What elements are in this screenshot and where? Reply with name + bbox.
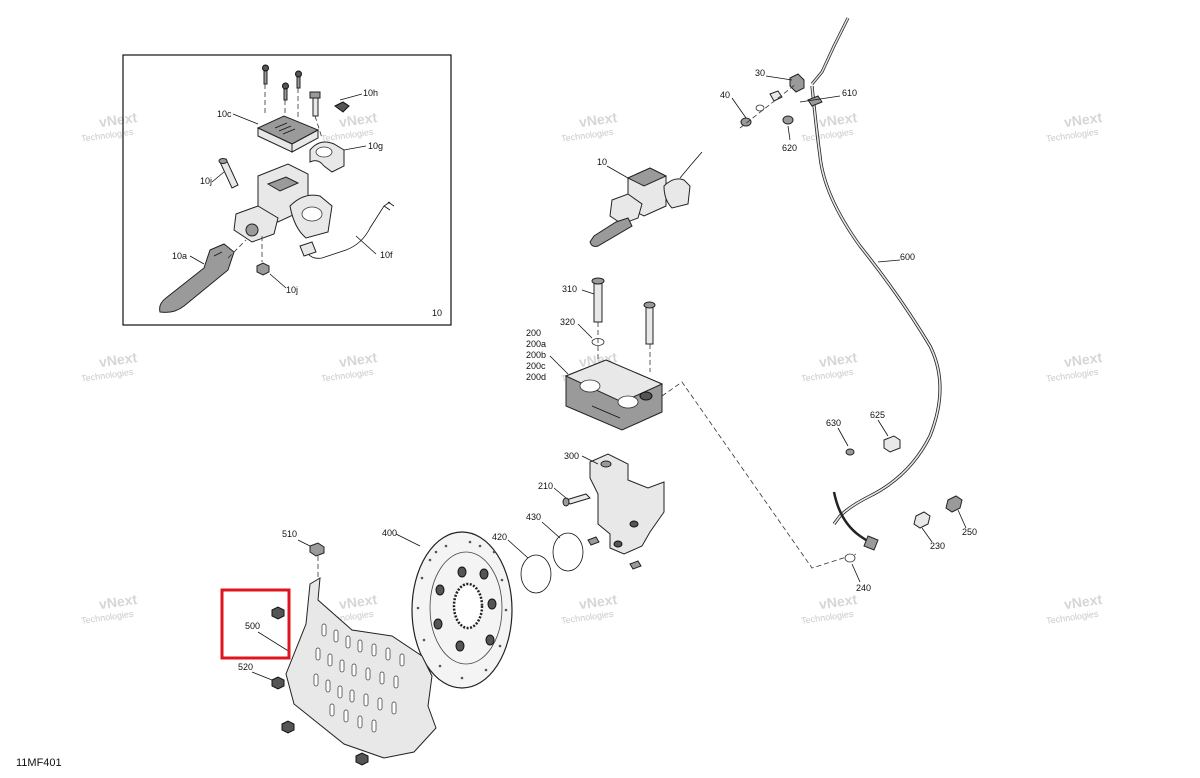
watermark-line2: Technologies (1046, 609, 1100, 626)
watermark-line1: vNext (818, 591, 858, 612)
callout-600: 600 (900, 252, 915, 262)
caliper-assembly: 310 320 200 200a 200b 200c 200d (526, 277, 664, 431)
highlight-box-500 (220, 588, 291, 660)
callout-300: 300 (564, 451, 579, 461)
watermark-line1: vNext (1063, 109, 1103, 130)
callout-400: 400 (382, 528, 397, 538)
caliper-bracket: 300 210 430 420 (492, 451, 665, 594)
callout-10a: 10a (172, 251, 187, 261)
callout-200b: 200b (526, 350, 546, 360)
banjo-fittings-bottom: 250 230 240 (844, 495, 977, 593)
watermark-line1: vNext (338, 109, 378, 130)
watermark-line2: Technologies (81, 609, 135, 626)
callout-520: 520 (238, 662, 253, 672)
callout-30: 30 (755, 68, 765, 78)
watermark-line1: vNext (578, 109, 618, 130)
watermark-line2: Technologies (561, 127, 615, 144)
watermark-line2: Technologies (81, 367, 135, 384)
callout-10j: 10j (200, 176, 212, 186)
callout-610: 610 (842, 88, 857, 98)
callout-310: 310 (562, 284, 577, 294)
watermark-line1: vNext (818, 349, 858, 370)
callout-630: 630 (826, 418, 841, 428)
watermark-line1: vNext (98, 349, 138, 370)
banjo-fittings-top: 30 40 610 620 (720, 68, 857, 153)
watermark-line2: Technologies (801, 127, 855, 144)
callout-200d: 200d (526, 372, 546, 382)
callout-250: 250 (962, 527, 977, 537)
callout-230: 230 (930, 541, 945, 551)
callout-200: 200 (526, 328, 541, 338)
master-cylinder-assembly: 10 (589, 151, 703, 247)
watermark-line2: Technologies (561, 609, 615, 626)
watermark-line2: Technologies (801, 609, 855, 626)
callout-200c: 200c (526, 361, 546, 371)
callout-10j-nut: 10j (286, 285, 298, 295)
watermark-line2: Technologies (801, 367, 855, 384)
callout-625: 625 (870, 410, 885, 420)
disc-guard: 510 520 500 (238, 529, 437, 766)
callout-430: 430 (526, 512, 541, 522)
watermark-line2: Technologies (321, 367, 375, 384)
diagram-code: 11MF401 (16, 757, 62, 769)
watermark-line2: Technologies (81, 127, 135, 144)
watermark-line1: vNext (578, 591, 618, 612)
callout-210: 210 (538, 481, 553, 491)
watermark-line1: vNext (1063, 591, 1103, 612)
watermark-line1: vNext (98, 109, 138, 130)
callout-510: 510 (282, 529, 297, 539)
watermark-line1: vNext (98, 591, 138, 612)
callout-10g: 10g (368, 141, 383, 151)
callout-40: 40 (720, 90, 730, 100)
watermark-line2: Technologies (1046, 127, 1100, 144)
callout-620: 620 (782, 143, 797, 153)
watermark-line1: vNext (1063, 349, 1103, 370)
callout-200a: 200a (526, 339, 546, 349)
watermark-line2: Technologies (321, 127, 375, 144)
brake-disc: 400 (382, 528, 513, 689)
inset-master-cylinder: 10 (122, 54, 452, 326)
inset-label: 10 (432, 308, 442, 318)
callout-10c: 10c (217, 109, 232, 119)
hose-routing-line (661, 381, 857, 569)
callout-10f: 10f (380, 250, 393, 260)
callout-320: 320 (560, 317, 575, 327)
brake-hose: 600 (807, 17, 942, 551)
callout-500: 500 (245, 621, 260, 631)
watermark-line2: Technologies (1046, 367, 1100, 384)
inset-frame (122, 54, 452, 326)
watermark-line1: vNext (818, 109, 858, 130)
callout-420: 420 (492, 532, 507, 542)
brake-lever (159, 243, 235, 313)
watermark-line1: vNext (338, 591, 378, 612)
hose-clip-parts: 630 625 (826, 410, 901, 456)
callout-240: 240 (856, 583, 871, 593)
callout-10: 10 (597, 157, 607, 167)
watermark-line1: vNext (338, 349, 378, 370)
cover-screw-group (262, 64, 350, 139)
callout-10h: 10h (363, 88, 378, 98)
